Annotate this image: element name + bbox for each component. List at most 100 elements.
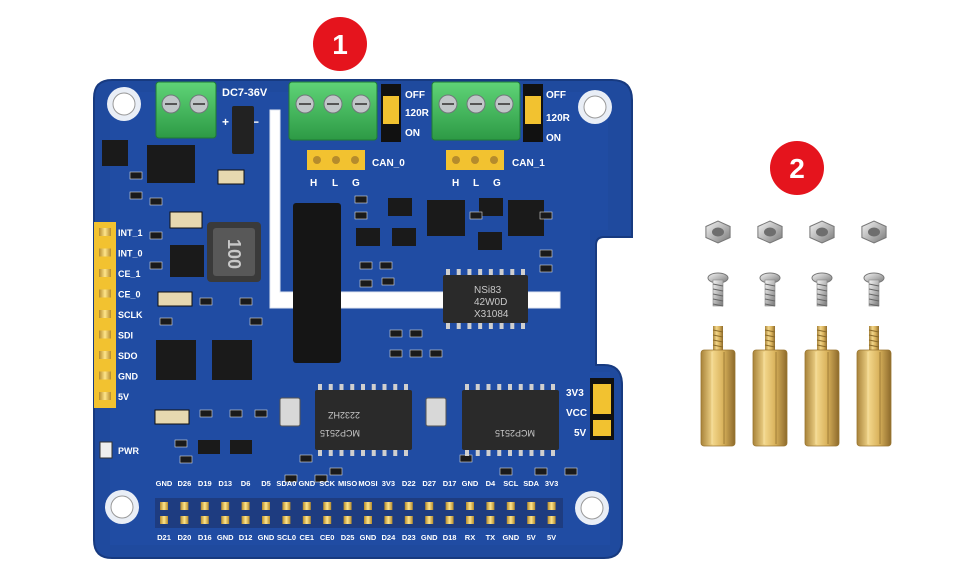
gpio-pin [506, 502, 515, 510]
badge-number: 1 [332, 29, 348, 60]
mounting-hole [107, 87, 141, 121]
mounting-hardware-kit [700, 220, 892, 447]
gpio-pin [445, 516, 454, 524]
chip-pin [499, 269, 504, 275]
chip-pin [518, 384, 523, 390]
chip-pin [404, 384, 408, 390]
gpio-pin [241, 502, 250, 510]
isolation-bar [293, 203, 341, 363]
brass-standoff [804, 326, 840, 447]
voltage-5v-label: 5V [574, 428, 587, 439]
gpio-top-label: MOSI [358, 479, 377, 488]
chip-pin [350, 384, 355, 390]
gpio-bottom-label: RX [465, 533, 475, 542]
resistor [539, 264, 553, 273]
chip-pin [529, 384, 534, 390]
spi-header-label: INT_1 [118, 228, 143, 238]
chip-pin [475, 450, 480, 456]
gpio-top-label: SCK [319, 479, 335, 488]
gpio-bottom-label: TX [486, 533, 496, 542]
mcp-chip-marking: MCP2515 [495, 428, 535, 438]
gpio-top-label: 3V3 [382, 479, 395, 488]
voltage-select-jumper [590, 378, 614, 440]
resistor [534, 467, 548, 476]
crystal [279, 397, 301, 427]
chip-pin [456, 269, 461, 275]
chip-pin [497, 384, 502, 390]
resistor [359, 261, 373, 270]
gpio-pin [364, 502, 372, 510]
chip-pin [486, 450, 491, 456]
gpio-pin [343, 502, 352, 510]
spi-header-label: 5V [118, 392, 129, 402]
resistor [129, 191, 143, 200]
gpio-pin [384, 502, 393, 510]
gpio-top-label: 3V3 [545, 479, 558, 488]
gpio-bottom-label: 5V [527, 533, 536, 542]
resistor [409, 329, 423, 338]
ic [156, 340, 196, 380]
chip-pin [478, 269, 483, 275]
ic [230, 440, 252, 454]
resistor [149, 197, 163, 206]
can0-terminal-block [288, 81, 378, 141]
chip-pin [508, 450, 512, 456]
gpio-top-label: D27 [422, 479, 436, 488]
board-slot [269, 109, 561, 309]
chip-pin [551, 384, 555, 390]
resistor [499, 467, 513, 476]
spi-header-label: SDO [118, 351, 138, 361]
can0-termination-jumper [381, 84, 401, 142]
plus-sign: + [222, 115, 229, 129]
gpio-bottom-label: D16 [198, 533, 212, 542]
resistor [459, 454, 473, 463]
mcp2515-chip-right: MCP2515 [462, 384, 559, 456]
hex-nut [757, 220, 783, 244]
chip-pin [540, 384, 545, 390]
gpio-top-label: D6 [241, 479, 251, 488]
gpio-pin [404, 502, 413, 510]
resistor [354, 211, 368, 220]
brass-standoff [856, 326, 892, 447]
chip-pin [446, 323, 450, 329]
header-pin [99, 392, 111, 400]
chip-pin [499, 323, 504, 329]
chip-pin [521, 269, 525, 275]
gpio-pin [425, 502, 434, 510]
header-pin [99, 248, 111, 257]
ic [478, 232, 502, 250]
chip-pin [540, 450, 545, 456]
chip-pin [518, 450, 523, 456]
gpio-bottom-label: GND [502, 533, 519, 542]
chip-pin [328, 384, 333, 390]
gpio-bottom-label: D20 [178, 533, 192, 542]
can1-terminal-block [431, 81, 521, 141]
resistor [359, 279, 373, 288]
resistor [249, 317, 263, 326]
gpio-pin [323, 516, 332, 524]
header-pin [99, 351, 111, 359]
resistor [354, 195, 368, 204]
spi-pin-header [94, 222, 116, 408]
chip-pin [510, 323, 515, 329]
pwr-led [99, 441, 113, 459]
jumper-off-label: OFF [546, 90, 566, 101]
gpio-top-label: SDA [523, 479, 539, 488]
chip-pin [382, 384, 387, 390]
l-label: L [332, 178, 338, 189]
resistor [149, 231, 163, 240]
resistor [239, 297, 253, 306]
chip-pin [465, 450, 469, 456]
gpio-top-label: GND [156, 479, 173, 488]
gpio-pin [180, 516, 189, 524]
can0-hlg-header [307, 150, 365, 170]
header-pin [99, 228, 111, 236]
resistor [469, 211, 483, 220]
gpio-pin [445, 502, 454, 510]
gpio-top-label: D4 [486, 479, 496, 488]
gpio-pin [343, 516, 352, 524]
spi-header-label: CE_1 [118, 269, 141, 279]
jumper-120r-label: 120R [546, 113, 571, 124]
resistor [199, 297, 213, 306]
can1-label: CAN_1 [512, 158, 545, 169]
